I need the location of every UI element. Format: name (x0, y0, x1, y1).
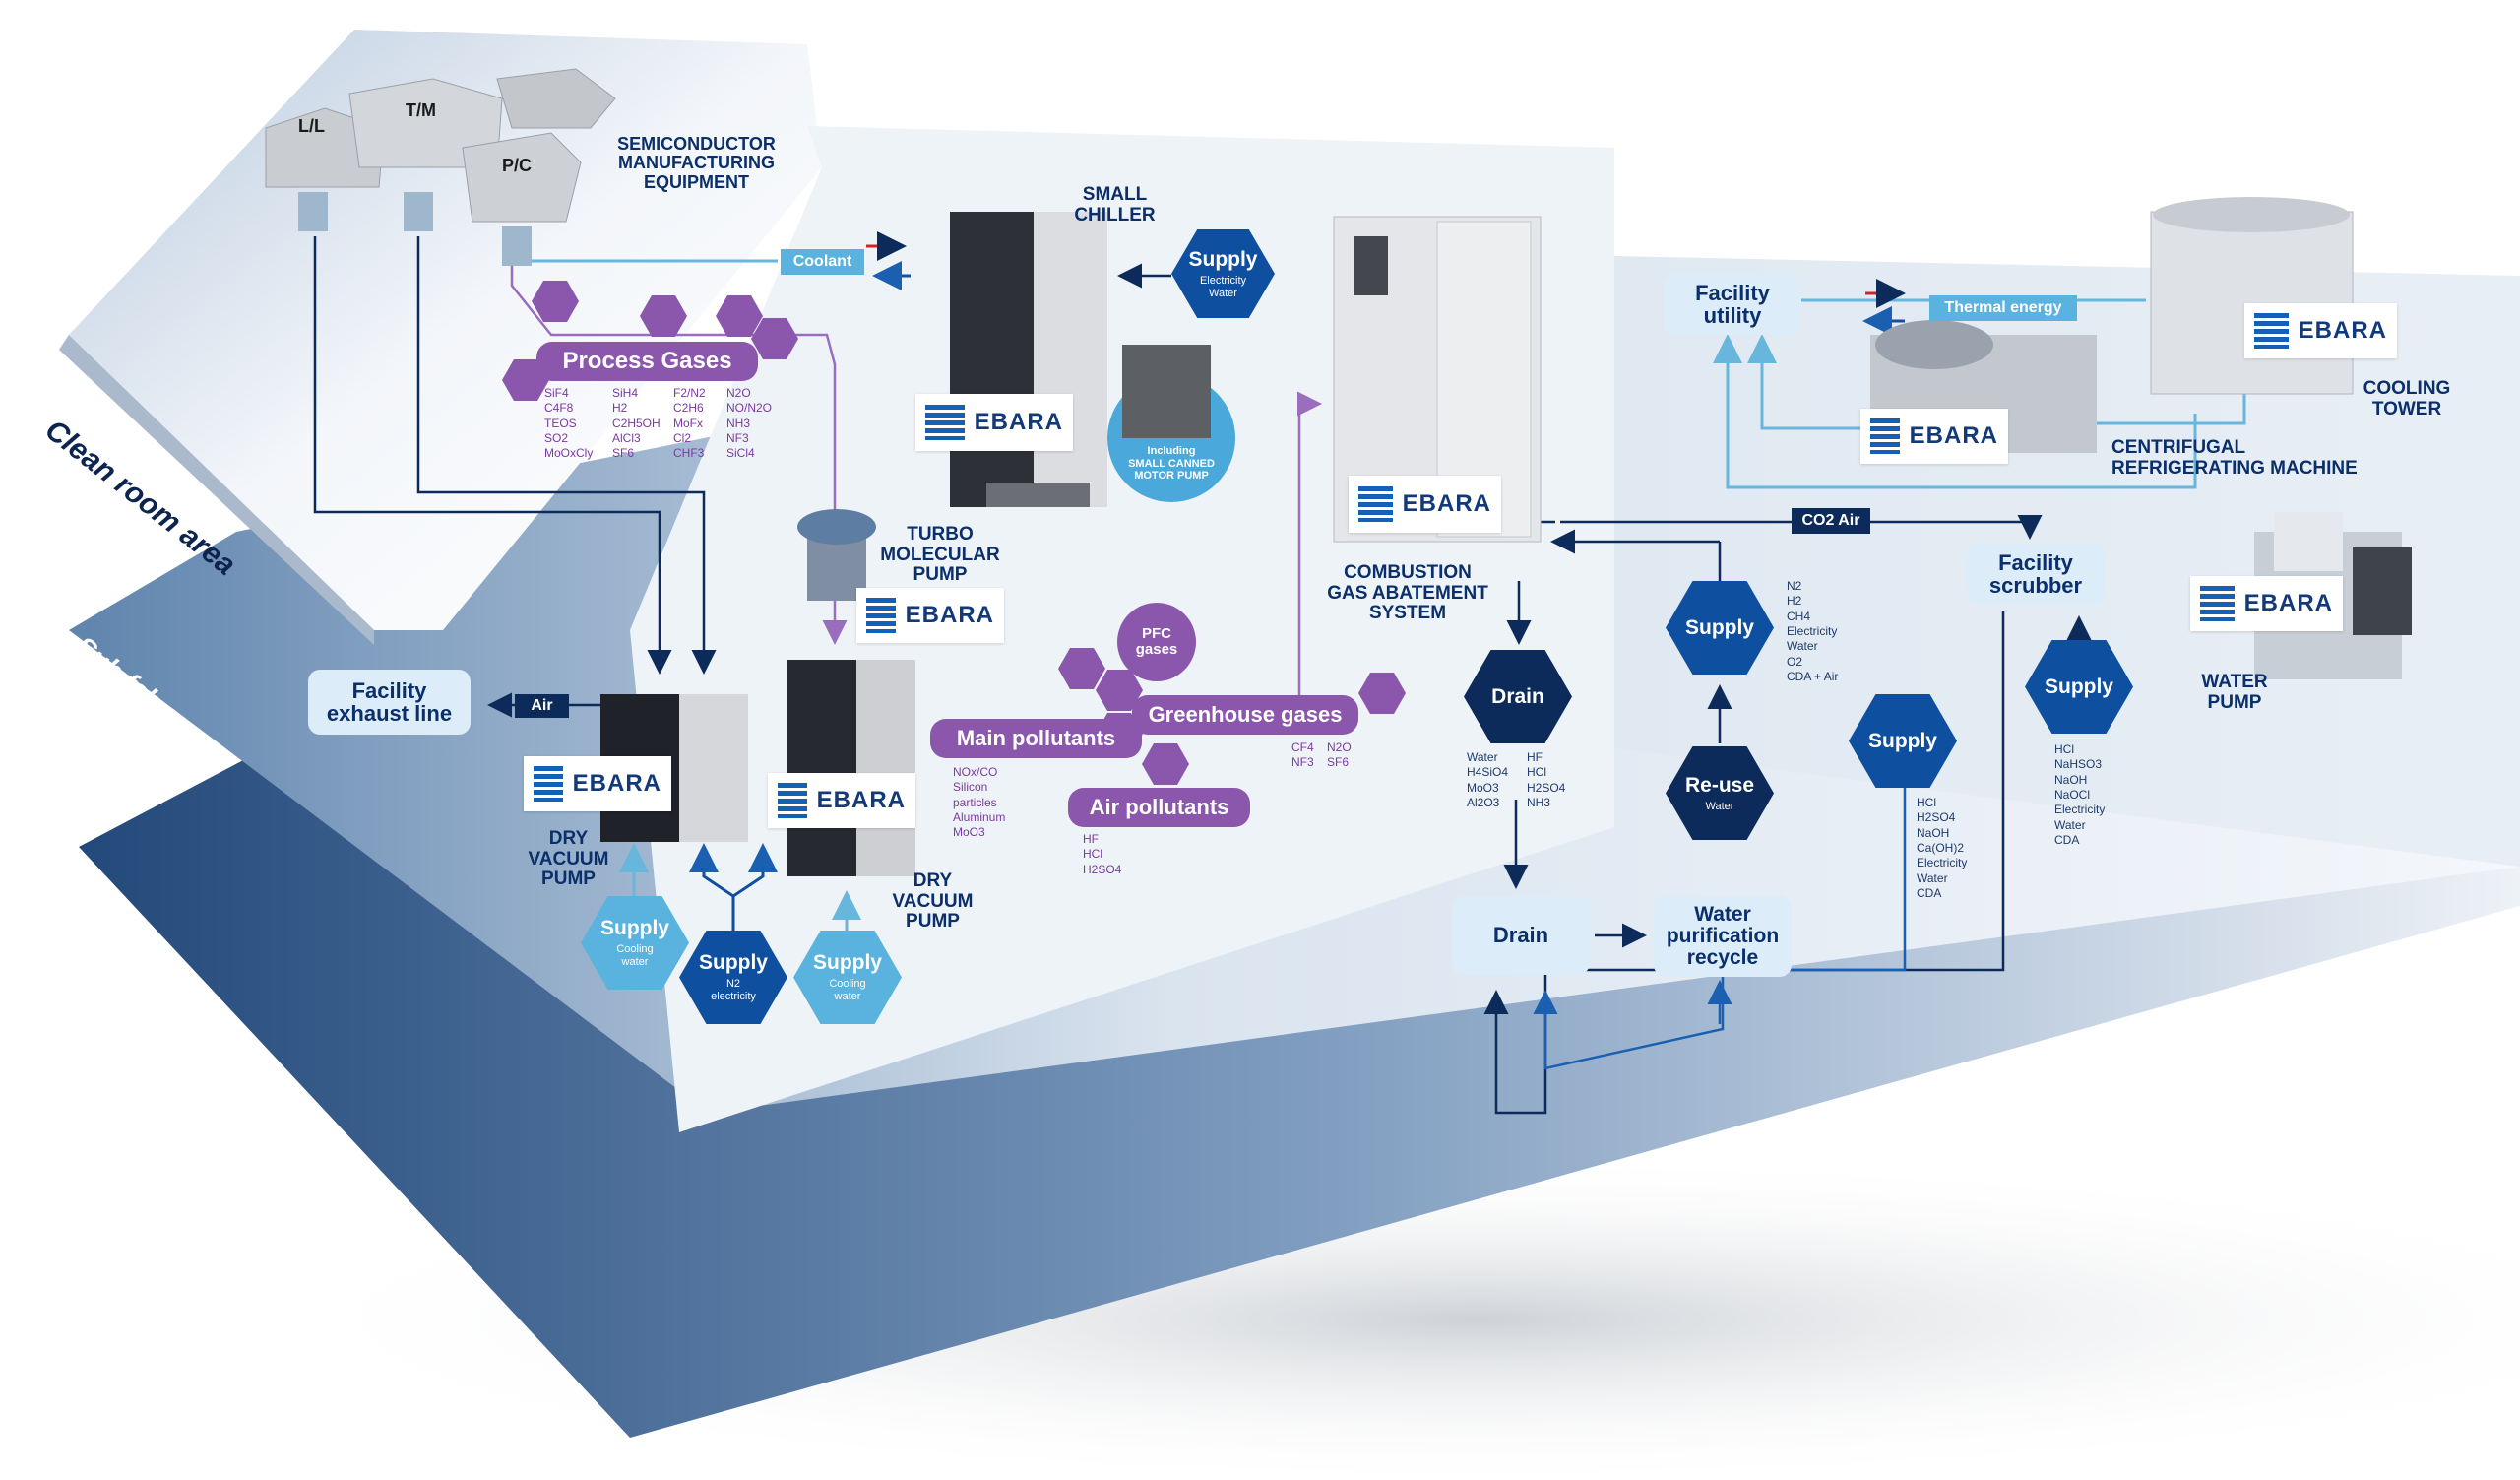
decor-hex (751, 318, 798, 359)
ebara-logo-turbo: EBARA (856, 588, 1004, 643)
process-gas-list-1: SiF4 C4F8 TEOS SO2 MoOxCly (544, 386, 594, 461)
ebara-wordmark: EBARA (1402, 490, 1491, 517)
decor-hex (1358, 673, 1406, 714)
decor-hex (1058, 648, 1105, 689)
ebara-mark-icon (2200, 586, 2235, 621)
greenhouse-list-2: N2O SF6 (1327, 740, 1352, 770)
hex-title: Drain (1491, 684, 1544, 708)
hex-subtitle: Electricity Water (1199, 274, 1247, 299)
hex-title: Supply (698, 951, 768, 975)
caption-small-chiller: SMALL CHILLER (1074, 184, 1156, 225)
hex-title: Supply (2044, 675, 2113, 698)
decor-hex (532, 281, 579, 322)
hex-title: Re-use (1684, 773, 1755, 797)
box-facility-scrubber: Facility scrubber (1967, 544, 2105, 605)
pill-process-gases: Process Gases (536, 342, 758, 381)
caption-dry-pump-right: DRY VACUUM PUMP (892, 870, 974, 933)
ebara-mark-icon (925, 405, 965, 440)
tag-coolant: Coolant (781, 249, 864, 275)
main-pollutants-list: NOx/CO Silicon particles Aluminum MoO3 (953, 765, 1006, 840)
ebara-wordmark: EBARA (905, 602, 994, 628)
box-water-purification: Water purification recycle (1654, 896, 1792, 977)
chamber-pc: P/C (502, 156, 533, 175)
decor-hex (1142, 743, 1189, 785)
pill-air-pollutants: Air pollutants (1068, 788, 1250, 827)
hex-title: Supply (599, 917, 669, 940)
hex-drain: Drain (1464, 650, 1572, 743)
process-gas-list-4: N2O NO/N2O NH3 NF3 SiCl4 (726, 386, 773, 461)
ebara-mark-icon (866, 598, 896, 633)
process-gas-list-2: SiH4 H2 C2H5OH AlCl3 SF6 (612, 386, 661, 461)
box-facility-exhaust: Facility exhaust line (308, 670, 471, 735)
caption-combustion: COMBUSTION GAS ABATEMENT SYSTEM (1327, 562, 1488, 624)
hex-chiller-supply: Supply Electricity Water (1171, 229, 1275, 318)
caption-dry-pump-left: DRY VACUUM PUMP (528, 828, 609, 890)
hex-supply-abatement: Supply (1666, 581, 1774, 675)
caption-cooling-tower: COOLING TOWER (2362, 378, 2451, 419)
ebara-logo-cooling-tower: EBARA (2244, 303, 2397, 358)
ebara-logo-water-pump: EBARA (2190, 576, 2343, 631)
tag-co2-air: CO2 Air (1792, 508, 1870, 534)
ebara-wordmark: EBARA (572, 770, 662, 797)
ebara-logo-dry-left: EBARA (524, 756, 671, 811)
ebara-logo-centrifugal: EBARA (1860, 409, 2008, 464)
caption-semiconductor-equipment: SEMICONDUCTOR MANUFACTURING EQUIPMENT (617, 134, 776, 192)
decor-hex (640, 295, 687, 337)
caption-turbo-pump: TURBO MOLECULAR PUMP (880, 524, 1000, 586)
hex-title: Supply (812, 951, 882, 975)
drain-list-1: Water H4SiO4 MoO3 Al2O3 (1467, 750, 1509, 810)
ebara-mark-icon (534, 766, 563, 802)
hex-subtitle: Water (1705, 800, 1734, 812)
hex-subtitle: Cooling water (616, 943, 654, 968)
drain-list-2: HF HCl H2SO4 NH3 (1527, 750, 1566, 810)
ebara-logo-dry-right: EBARA (768, 773, 915, 828)
caption-water-pump: WATER PUMP (2201, 672, 2268, 713)
decor-hex (716, 295, 763, 337)
supply-scrubber-list: HCl NaHSO3 NaOH NaOCl Electricity Water … (2054, 742, 2106, 848)
hex-subtitle: Cooling water (829, 978, 866, 1002)
box-facility-utility: Facility utility (1664, 274, 1801, 335)
pill-main-pollutants: Main pollutants (930, 719, 1142, 758)
box-drain: Drain (1452, 896, 1590, 975)
tag-air: Air (515, 694, 569, 718)
hex-title: Supply (1684, 615, 1754, 639)
hex-supply-purification: Supply (1849, 694, 1957, 788)
ebara-wordmark: EBARA (816, 787, 906, 813)
greenhouse-list-1: CF4 NF3 (1292, 740, 1314, 770)
ebara-logo-combustion: EBARA (1349, 476, 1501, 533)
ebara-mark-icon (778, 783, 807, 818)
ebara-wordmark: EBARA (2298, 317, 2387, 344)
pill-greenhouse-gases: Greenhouse gases (1132, 695, 1358, 735)
chamber-ll: L/L (298, 116, 325, 136)
chamber-tm: T/M (406, 100, 436, 120)
ebara-logo-chiller: EBARA (915, 394, 1073, 451)
ebara-mark-icon (1870, 418, 1900, 454)
ebara-wordmark: EBARA (1909, 422, 1998, 449)
ebara-mark-icon (1358, 486, 1393, 522)
air-pollutants-list: HF HCl H2SO4 (1083, 832, 1122, 876)
supply-abatement-list: N2 H2 CH4 Electricity Water O2 CDA + Air (1787, 579, 1839, 684)
hex-title: Supply (1867, 729, 1937, 752)
ebara-wordmark: EBARA (2243, 590, 2333, 616)
ebara-mark-icon (2254, 313, 2289, 349)
bubble-pfc-gases: PFC gases (1117, 603, 1196, 681)
hex-title: Supply (1188, 247, 1258, 271)
process-gas-list-3: F2/N2 C2H6 MoFx Cl2 CHF3 (673, 386, 706, 461)
supply-purification-list: HCl H2SO4 NaOH Ca(OH)2 Electricity Water… (1917, 796, 1968, 901)
hex-reuse: Re-use Water (1666, 746, 1774, 840)
tag-thermal-energy: Thermal energy (1929, 295, 2077, 321)
ebara-wordmark: EBARA (974, 409, 1063, 435)
caption-centrifugal: CENTRIFUGAL REFRIGERATING MACHINE (2111, 437, 2358, 479)
hex-subtitle: N2 electricity (711, 978, 756, 1002)
caption-canned-motor: Including SMALL CANNED MOTOR PUMP (1128, 445, 1215, 483)
